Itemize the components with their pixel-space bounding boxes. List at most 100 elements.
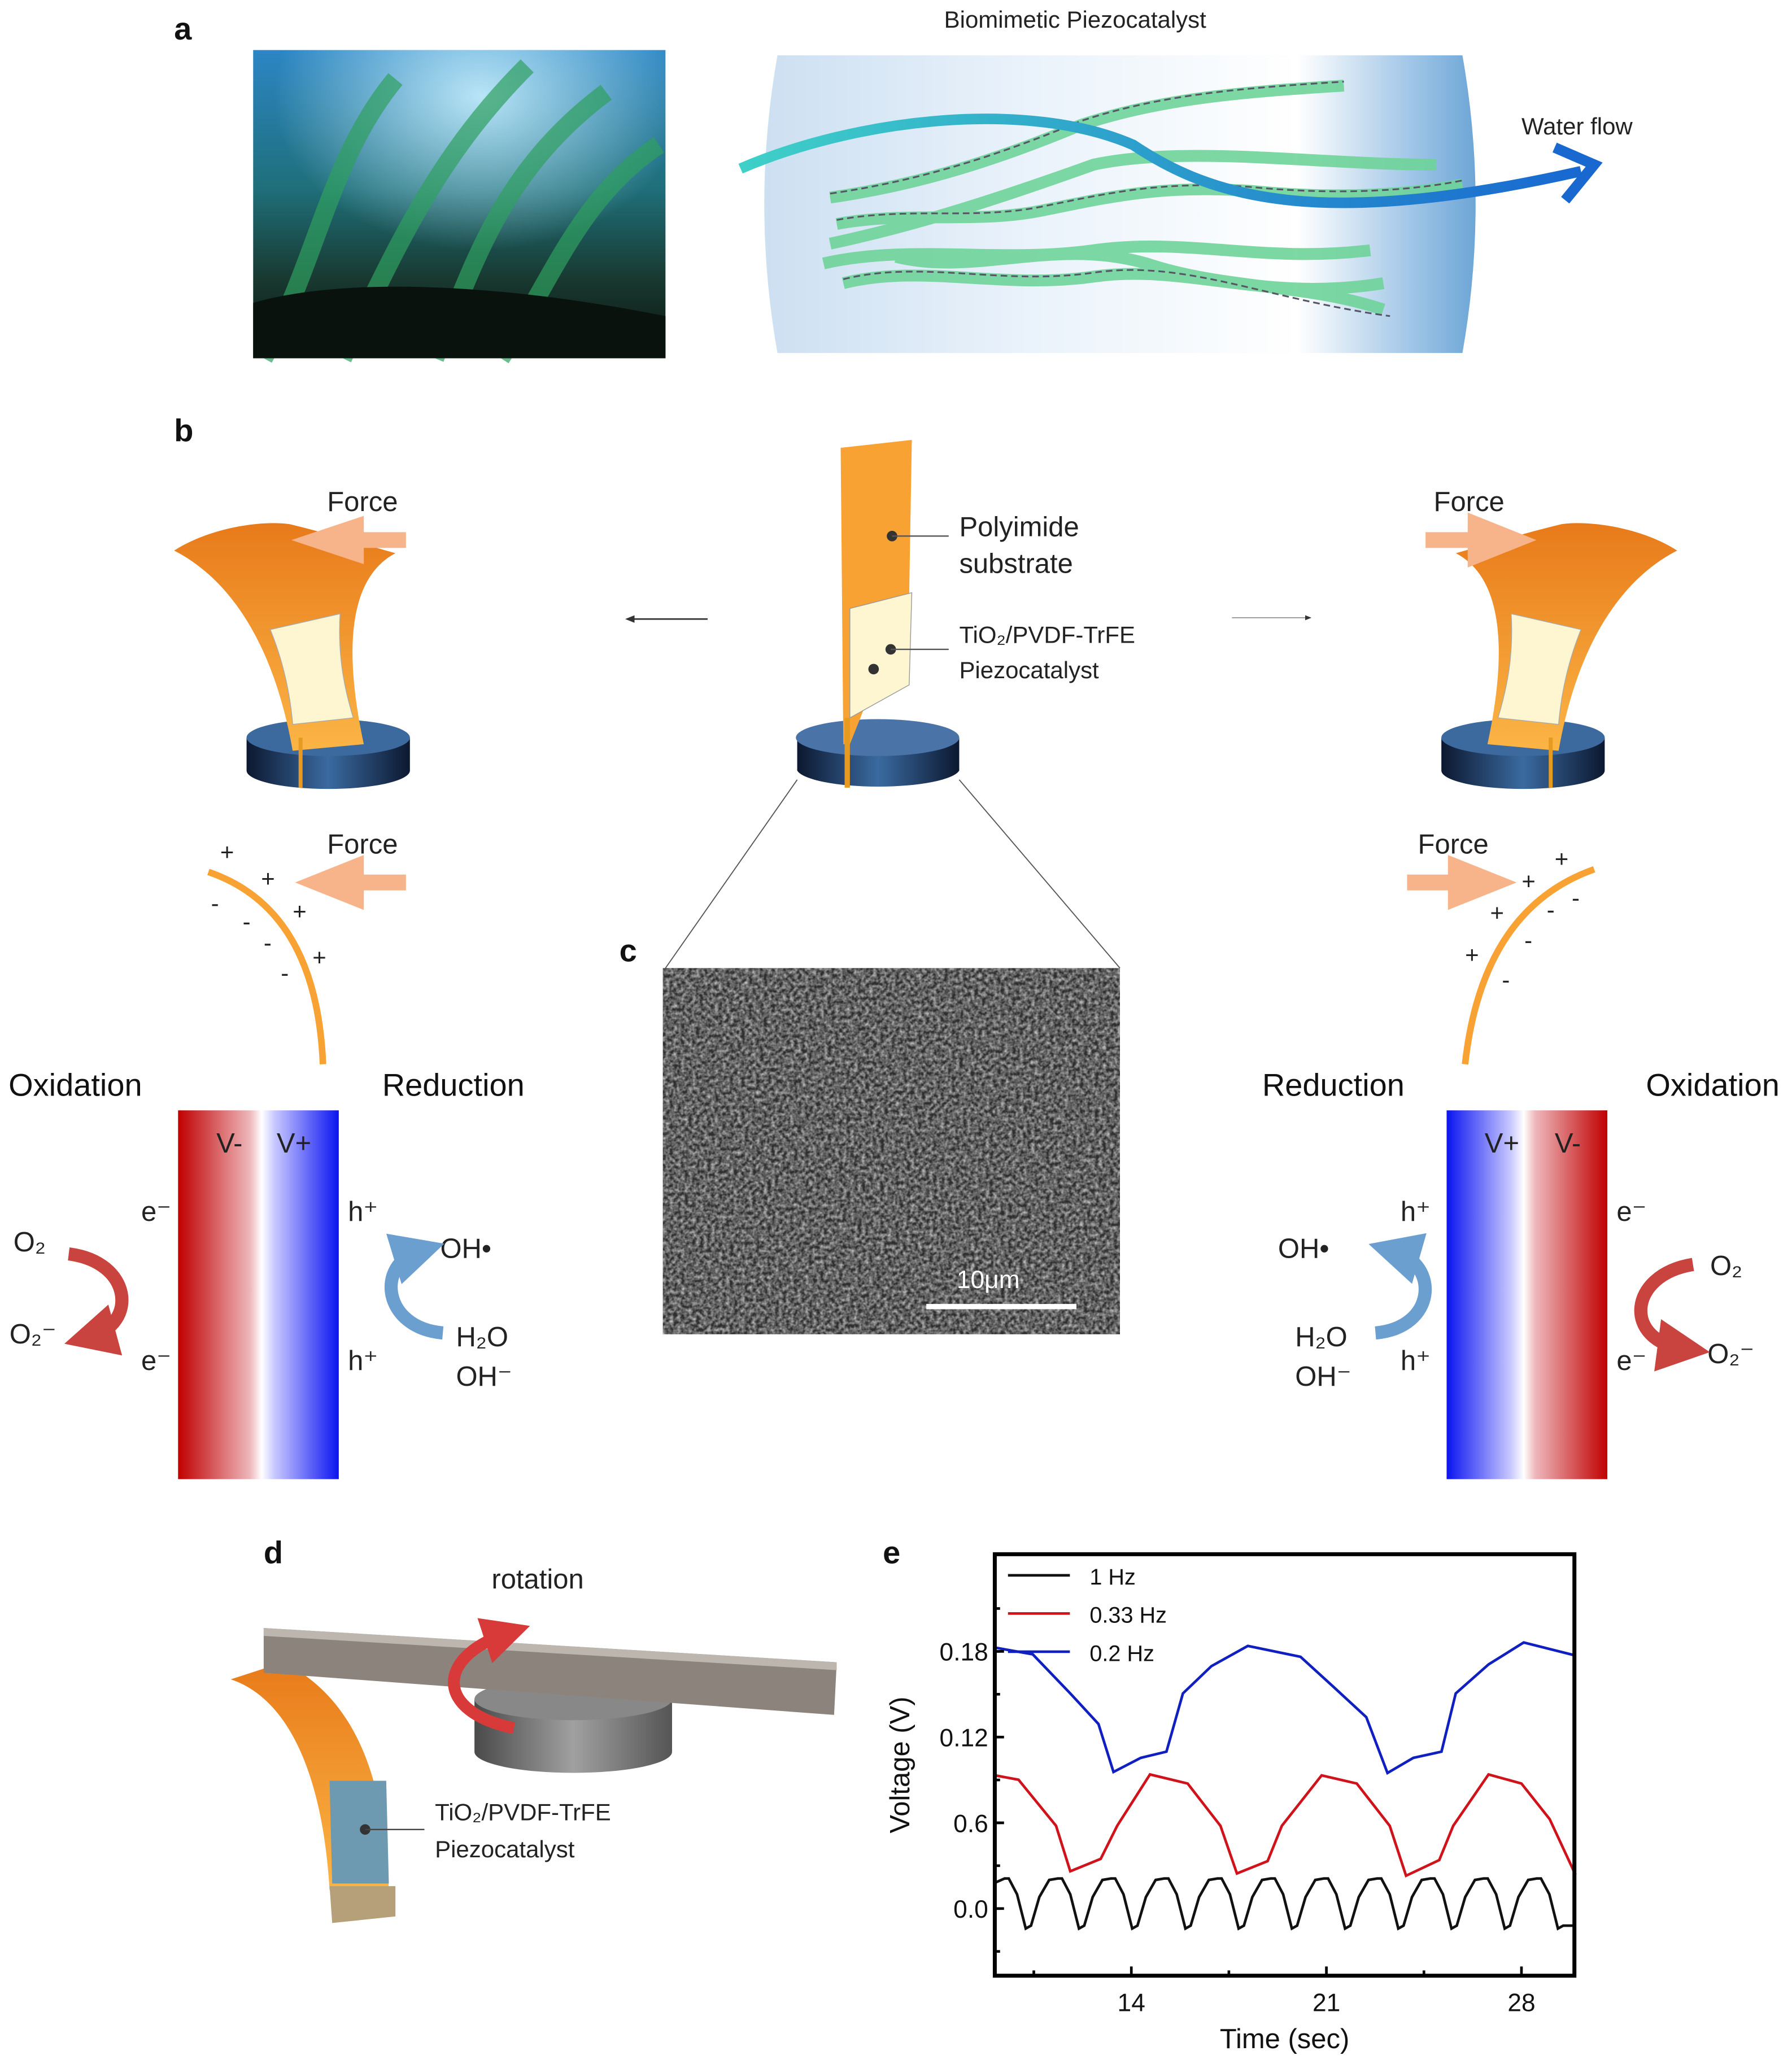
svg-text:+: + — [1521, 867, 1536, 894]
y-tick-label: 0.6 — [953, 1810, 988, 1838]
series-line-1-hz — [994, 1877, 1575, 1931]
svg-text:+: + — [1555, 845, 1569, 872]
svg-text:-: - — [211, 890, 219, 916]
y-tick-label: 0.12 — [940, 1725, 988, 1752]
zoom-line-left — [665, 779, 798, 968]
panel-label-c: c — [620, 933, 637, 968]
series-line-0-2-hz — [995, 1641, 1576, 1775]
force-arrow-left-bottom — [295, 855, 406, 910]
electron-label: e⁻ — [141, 1346, 171, 1376]
svg-text:-: - — [281, 960, 289, 987]
svg-text:+: + — [1490, 899, 1504, 926]
v-plus-label: V+ — [1485, 1128, 1519, 1159]
y-tick-label: 0.0 — [953, 1896, 988, 1923]
x-tick-label: 28 — [1507, 1989, 1535, 2017]
x-axis-label: Time (sec) — [1220, 2024, 1349, 2054]
catalyst-label-1: TiO₂/PVDF-TrFE — [959, 621, 1135, 648]
electron-label: e⁻ — [1616, 1346, 1646, 1376]
o2-label: O₂ — [1710, 1251, 1742, 1281]
superoxide-label: O₂⁻ — [1707, 1339, 1754, 1369]
force-label-right-bottom: Force — [1418, 829, 1489, 859]
panel-label-e: e — [883, 1535, 900, 1570]
hydroxide-label: OH⁻ — [456, 1361, 512, 1392]
oxidation-label-left: Oxidation — [8, 1067, 142, 1103]
polyimide-label-2: substrate — [959, 549, 1072, 579]
left-charged-strip — [207, 868, 326, 1064]
legend-label: 1 Hz — [1089, 1565, 1136, 1590]
scale-bar-label: 10μm — [957, 1266, 1020, 1294]
svg-text:+: + — [312, 944, 326, 971]
reduction-label-right: Reduction — [1262, 1067, 1405, 1103]
sem-image — [662, 968, 1120, 1334]
svg-text:+: + — [220, 839, 234, 865]
v-minus-label: V- — [1555, 1128, 1581, 1159]
kelp-photo — [253, 50, 666, 364]
left-charges: ++ ++ -- -- — [211, 839, 326, 987]
superoxide-label: O₂⁻ — [10, 1319, 56, 1350]
hydroxyl-radical-label: OH• — [440, 1234, 491, 1264]
force-arrow-right-bottom — [1407, 855, 1517, 910]
hole-label: h⁺ — [1401, 1197, 1431, 1227]
center-device — [796, 440, 960, 788]
svg-text:-: - — [1502, 966, 1510, 993]
hydroxide-label: OH⁻ — [1295, 1361, 1351, 1392]
water-oxidation-arrow — [384, 1233, 444, 1340]
series-line-0-33-hz — [995, 1773, 1577, 1878]
svg-text:-: - — [1572, 885, 1580, 911]
panel-label-d: d — [264, 1535, 283, 1570]
svg-text:-: - — [1524, 927, 1532, 953]
x-tick-label: 14 — [1118, 1989, 1145, 2017]
v-minus-label: V- — [216, 1128, 242, 1159]
biomimetic-title: Biomimetic Piezocatalyst — [944, 6, 1206, 33]
right-polarization-bar — [1446, 1110, 1608, 1479]
v-plus-label: V+ — [277, 1128, 311, 1159]
catalyst-label-d-2: Piezocatalyst — [435, 1836, 575, 1862]
svg-text:-: - — [1547, 897, 1555, 923]
electron-label: e⁻ — [1616, 1197, 1646, 1227]
y-tick-label: 0.18 — [940, 1639, 988, 1666]
legend-label: 0.2 Hz — [1089, 1641, 1154, 1666]
zoom-line-right — [958, 779, 1120, 968]
force-arrow-left-top — [291, 516, 406, 565]
water-label: H₂O — [456, 1322, 508, 1352]
rotation-setup — [230, 1618, 837, 1923]
panel-label-a: a — [174, 11, 192, 46]
water-flow-arrow — [738, 114, 1582, 208]
svg-text:+: + — [1465, 941, 1479, 968]
catalyst-label-d-1: TiO₂/PVDF-TrFE — [435, 1799, 611, 1825]
right-charges: ++ ++ -- -- — [1465, 845, 1580, 993]
force-label-left-bottom: Force — [327, 829, 398, 859]
left-polarization-bar — [178, 1110, 339, 1479]
right-charged-strip — [1462, 866, 1595, 1065]
water-flow-arrowhead — [1553, 142, 1603, 204]
rotation-arrow — [448, 1618, 530, 1734]
o2-label: O₂ — [14, 1227, 46, 1258]
right-bent-device — [1441, 523, 1677, 789]
o2-reduction-arrow — [1634, 1258, 1710, 1372]
water-oxidation-arrow — [1368, 1233, 1432, 1340]
oxidation-label-right: Oxidation — [1646, 1067, 1779, 1103]
force-label-right-top: Force — [1434, 487, 1505, 517]
plot-frame — [992, 1552, 1577, 1978]
biomimetic-cylinder — [738, 55, 1603, 353]
svg-text:-: - — [264, 929, 272, 956]
reduction-label-left: Reduction — [382, 1067, 525, 1103]
water-flow-label: Water flow — [1521, 113, 1633, 139]
y-axis-label: Voltage (V) — [885, 1696, 915, 1833]
catalyst-label-2: Piezocatalyst — [959, 657, 1099, 683]
hole-label: h⁺ — [1401, 1346, 1431, 1376]
hole-label: h⁺ — [348, 1346, 378, 1376]
electron-label: e⁻ — [141, 1197, 171, 1227]
panel-label-b: b — [174, 412, 193, 448]
hole-label: h⁺ — [348, 1197, 378, 1227]
o2-reduction-arrow — [64, 1247, 129, 1356]
legend-label: 0.33 Hz — [1089, 1603, 1167, 1628]
water-label: H₂O — [1295, 1322, 1347, 1352]
polyimide-label-1: Polyimide — [959, 512, 1079, 542]
svg-text:+: + — [261, 865, 275, 892]
rotation-label: rotation — [491, 1564, 583, 1595]
force-label-left-top: Force — [327, 487, 398, 517]
force-arrow-right-top — [1425, 512, 1537, 568]
